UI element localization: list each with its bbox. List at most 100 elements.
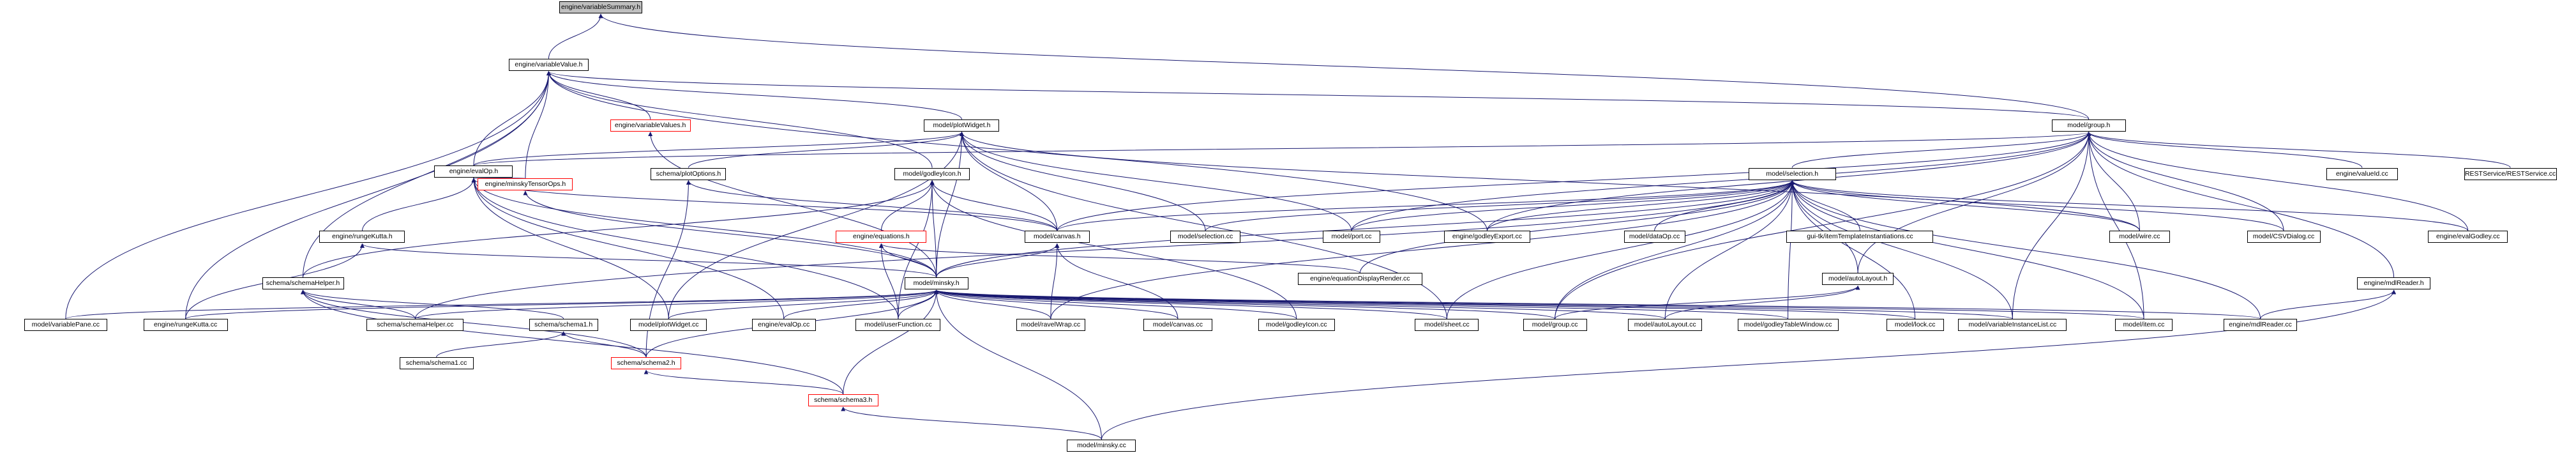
node-label: schema/schema1.cc [405, 359, 467, 367]
graph-node-rest[interactable]: RESTService/RESTService.cc [2464, 167, 2557, 180]
graph-node-alcc[interactable]: model/autoLayout.cc [1628, 319, 1703, 332]
graph-node-ge[interactable]: engine/godleyExport.cc [1443, 231, 1530, 243]
graph-node-guitk[interactable]: gui-tk/itemTemplateInstantiations.cc [1786, 231, 1934, 243]
node-label: engine/rungeKutta.cc [154, 321, 218, 329]
graph-node-eocc[interactable]: engine/evalOp.cc [751, 319, 816, 332]
edge-sel-egod [1789, 180, 2469, 231]
graph-node-rkcc[interactable]: engine/rungeKutta.cc [143, 319, 228, 332]
graph-node-s1cc[interactable]: schema/schema1.cc [399, 357, 474, 370]
edge-pw-eo [473, 132, 964, 166]
edge-sel-al [1789, 180, 1858, 273]
edge-grp-rest [2086, 132, 2511, 168]
graph-node-cnvcc[interactable]: model/canvas.cc [1143, 319, 1212, 332]
edge-mto-mm [523, 190, 937, 278]
graph-node-selcc[interactable]: model/selection.cc [1170, 231, 1241, 243]
graph-node-egod[interactable]: engine/evalGodley.cc [2428, 231, 2508, 243]
graph-node-mdl[interactable]: engine/mdlReader.h [2357, 277, 2431, 290]
edge-mm-cnvcc [934, 289, 1179, 319]
graph-node-vvs[interactable]: engine/variableValues.h [610, 119, 691, 132]
edge-sel-mdlcc [1789, 180, 2261, 319]
edge-sel-itm [1789, 180, 2144, 319]
node-label: engine/valueId.cc [2335, 169, 2388, 178]
graph-node-cnv[interactable]: model/canvas.h [1024, 231, 1090, 243]
edge-pw-port [960, 132, 1352, 231]
graph-node-shcc[interactable]: schema/schemaHelper.cc [366, 319, 464, 332]
edge-eo-pwcc [471, 178, 669, 319]
graph-node-grpcc[interactable]: model/group.cc [1523, 319, 1587, 332]
node-label: engine/equations.h [853, 233, 910, 241]
edge-gi-mm [930, 180, 937, 278]
graph-node-itm[interactable]: model/item.cc [2115, 319, 2173, 332]
edge-s1h-s1cc [436, 331, 566, 358]
graph-node-eo[interactable]: engine/evalOp.h [434, 165, 513, 178]
edge-eq-mm [878, 243, 937, 278]
graph-node-grp[interactable]: model/group.h [2051, 119, 2126, 132]
graph-node-gicc[interactable]: model/godleyIcon.cc [1258, 319, 1335, 332]
edge-al-grpcc [1555, 285, 1860, 319]
graph-node-dop[interactable]: model/dataOp.cc [1623, 231, 1685, 243]
node-label: model/port.cc [1331, 233, 1372, 241]
edge-sel-grpcc [1555, 180, 1795, 319]
graph-node-lock[interactable]: model/lock.cc [1886, 319, 1944, 332]
edge-grp-mdl [2086, 132, 2395, 278]
graph-node-mmcc[interactable]: model/minsky.cc [1067, 439, 1136, 452]
graph-node-vid[interactable]: engine/valueId.cc [2326, 167, 2398, 180]
graph-node-s3h[interactable]: schema/schema3.h [808, 394, 878, 407]
graph-node-port[interactable]: model/port.cc [1323, 231, 1381, 243]
edge-sel-wire [1789, 180, 2140, 231]
node-label: model/variablePane.cc [31, 321, 100, 329]
graph-node-edr[interactable]: engine/equationDisplayRender.cc [1297, 273, 1422, 286]
node-label: engine/minskyTensorOps.h [485, 180, 566, 188]
edge-sel-alcc [1664, 180, 1795, 319]
graph-node-al[interactable]: model/autoLayout.h [1822, 273, 1894, 286]
edge-eo-mm [471, 178, 937, 278]
node-label: gui-tk/itemTemplateInstantiations.cc [1807, 233, 1913, 241]
graph-node-pw[interactable]: model/plotWidget.h [924, 119, 1000, 132]
graph-node-mm[interactable]: model/minsky.h [904, 277, 968, 290]
graph-node-eq[interactable]: engine/equations.h [836, 231, 927, 243]
edge-mm-gtw [934, 289, 1789, 319]
edge-s1h-s2h [561, 331, 647, 358]
graph-node-sel[interactable]: model/selection.h [1748, 167, 1836, 180]
edge-vs-vv [548, 13, 603, 59]
edge-grp-egod [2086, 132, 2469, 231]
node-label: schema/schemaHelper.cc [377, 321, 454, 329]
edge-grp-wire [2086, 132, 2140, 231]
graph-node-mdlcc[interactable]: engine/mdlReader.cc [2224, 319, 2298, 332]
graph-node-csv[interactable]: model/CSVDialog.cc [2247, 231, 2321, 243]
edge-rk-mm [360, 243, 937, 278]
edge-sel-shtcc [1446, 180, 1795, 319]
graph-node-s1h[interactable]: schema/schema1.h [529, 319, 598, 332]
edge-grp-vil [2012, 132, 2091, 319]
graph-node-vil[interactable]: model/variableInstanceList.cc [1958, 319, 2067, 332]
edge-gi-eq [880, 180, 935, 231]
node-label: model/canvas.h [1034, 233, 1081, 241]
node-label: model/plotWidget.cc [638, 321, 699, 329]
graph-node-sh[interactable]: schema/schemaHelper.h [262, 277, 344, 290]
edge-sel-vil [1789, 180, 2013, 319]
edge-sel-edr [1359, 180, 1795, 273]
graph-node-vp[interactable]: model/variablePane.cc [24, 319, 107, 332]
graph-node-vv[interactable]: engine/variableValue.h [508, 58, 589, 71]
node-label: model/item.cc [2123, 321, 2165, 329]
node-label: schema/schema3.h [814, 396, 873, 404]
node-label: engine/rungeKutta.h [332, 233, 393, 241]
graph-node-spo[interactable]: schema/plotOptions.h [651, 167, 727, 180]
edge-grp-port [1351, 132, 2091, 231]
graph-node-wire[interactable]: model/wire.cc [2109, 231, 2170, 243]
node-label: engine/evalOp.h [449, 167, 499, 176]
edge-mm-s3h [843, 289, 939, 395]
graph-node-uf[interactable]: model/userFunction.cc [855, 319, 941, 332]
node-label: model/ravelWrap.cc [1021, 321, 1081, 329]
graph-node-pwcc[interactable]: model/plotWidget.cc [630, 319, 707, 332]
edge-eq-uf [878, 243, 899, 319]
graph-node-gtw[interactable]: model/godleyTableWindow.cc [1737, 319, 1839, 332]
node-label: model/minsky.h [913, 279, 960, 288]
graph-node-rk[interactable]: engine/rungeKutta.h [319, 231, 405, 243]
graph-node-s2h[interactable]: schema/schema2.h [611, 357, 682, 370]
graph-node-shtcc[interactable]: model/sheet.cc [1415, 319, 1479, 332]
graph-node-gi[interactable]: model/godleyIcon.h [894, 167, 970, 180]
graph-node-rw[interactable]: model/ravelWrap.cc [1016, 319, 1085, 332]
node-label: model/userFunction.cc [864, 321, 932, 329]
graph-node-mto[interactable]: engine/minskyTensorOps.h [478, 178, 573, 191]
